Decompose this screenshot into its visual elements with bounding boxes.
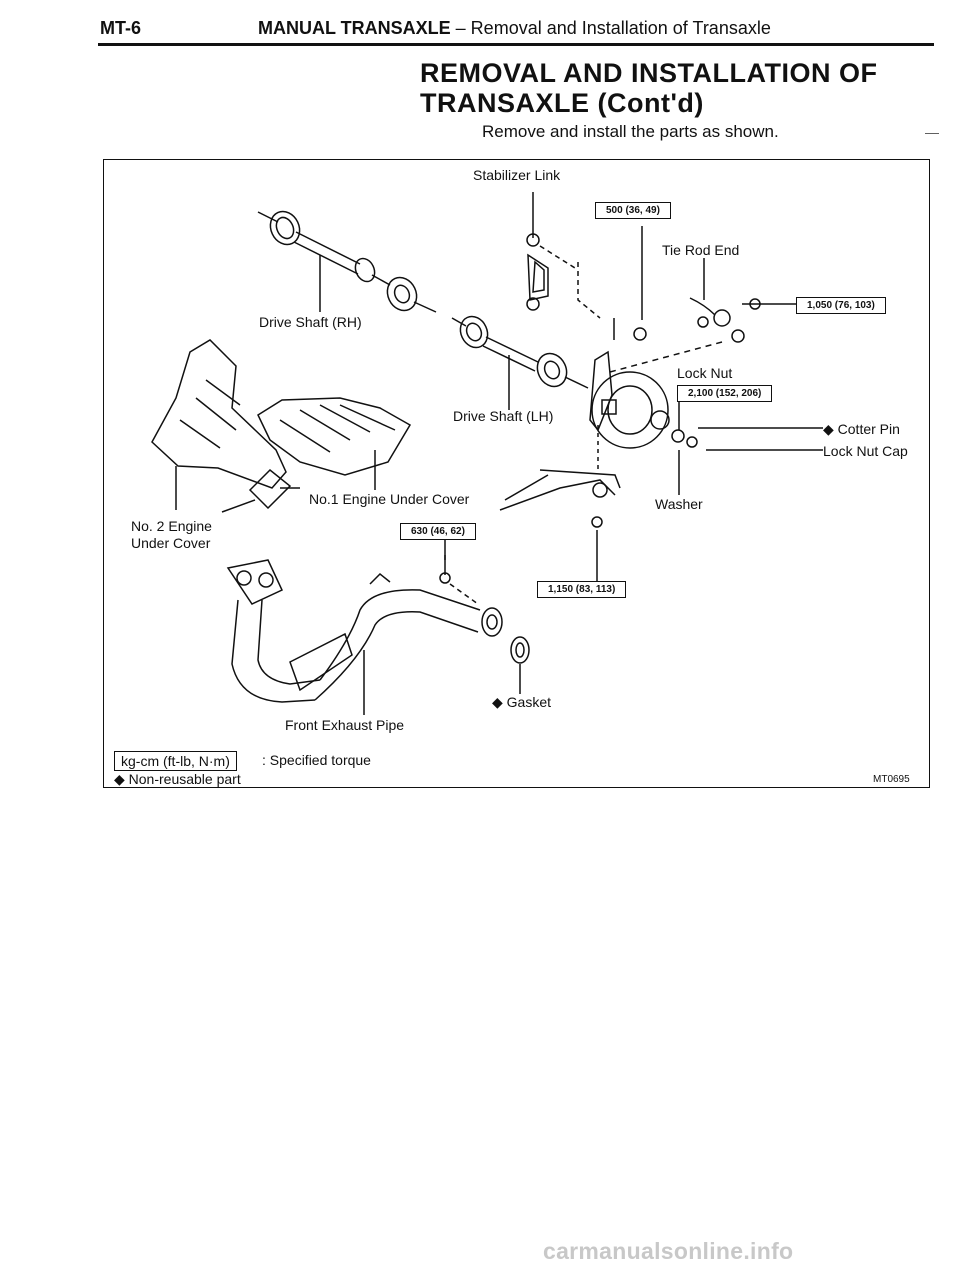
page-title: REMOVAL AND INSTALLATION OF TRANSAXLE (C… [420, 58, 877, 118]
header-rule [98, 43, 934, 46]
label-front-exhaust-pipe: Front Exhaust Pipe [285, 717, 405, 733]
title-line-1: REMOVAL AND INSTALLATION OF [420, 58, 878, 88]
label-tie-rod-end: Tie Rod End [662, 242, 740, 258]
section-subtitle: – Removal and Installation of Transaxle [450, 18, 771, 38]
torque-ball-joint: 1,150 (83, 113) [537, 581, 627, 598]
section-name: MANUAL TRANSAXLE [258, 18, 451, 38]
no2-engine-under-cover-drawing [151, 339, 287, 510]
front-exhaust-pipe-drawing [226, 559, 503, 703]
margin-mark: — [925, 124, 939, 140]
legend-torque-desc: : Specified torque [262, 752, 371, 768]
drive-shaft-rh-drawing [257, 210, 437, 313]
label-drive-shaft-rh: Drive Shaft (RH) [259, 314, 362, 330]
label-stabilizer-link: Stabilizer Link [473, 167, 561, 183]
legend-torque-unit: kg-cm (ft-lb, N·m) [114, 751, 237, 771]
label-lock-nut: Lock Nut [677, 365, 733, 381]
stabilizer-link-drawing [526, 192, 601, 319]
label-no2-engine-under-cover-2: Under Cover [131, 535, 211, 551]
section-header: MANUAL TRANSAXLE – Removal and Installat… [258, 18, 771, 39]
torque-exhaust: 630 (46, 62) [400, 523, 476, 540]
title-line-2: TRANSAXLE (Cont'd) [420, 88, 704, 118]
diagram-frame [103, 159, 930, 788]
figure-code: MT0695 [873, 774, 910, 785]
drive-shaft-lh-drawing [451, 315, 589, 389]
page-subtitle: Remove and install the parts as shown. [482, 122, 779, 141]
label-drive-shaft-lh: Drive Shaft (LH) [453, 408, 554, 424]
no1-engine-under-cover-drawing [248, 397, 412, 510]
label-no1-engine-under-cover: No.1 Engine Under Cover [309, 491, 470, 507]
page-code: MT-6 [100, 18, 142, 38]
gasket-drawing [510, 636, 530, 664]
label-gasket: ◆ Gasket [492, 694, 552, 710]
label-washer: Washer [655, 496, 703, 512]
legend-non-reusable: ◆ Non-reusable part [114, 771, 241, 787]
torque-stabilizer: 500 (36, 49) [595, 202, 671, 219]
label-no2-engine-under-cover-1: No. 2 Engine [131, 518, 212, 534]
torque-tie-rod: 1,050 (76, 103) [796, 297, 886, 314]
steering-knuckle-drawing [589, 350, 698, 449]
lower-arm-drawing [499, 469, 621, 582]
torque-lock-nut: 2,100 (152, 206) [677, 385, 773, 402]
watermark: carmanualsonline.info [543, 1238, 794, 1264]
label-lock-nut-cap: Lock Nut Cap [823, 443, 908, 459]
label-cotter-pin: ◆ Cotter Pin [823, 421, 900, 437]
